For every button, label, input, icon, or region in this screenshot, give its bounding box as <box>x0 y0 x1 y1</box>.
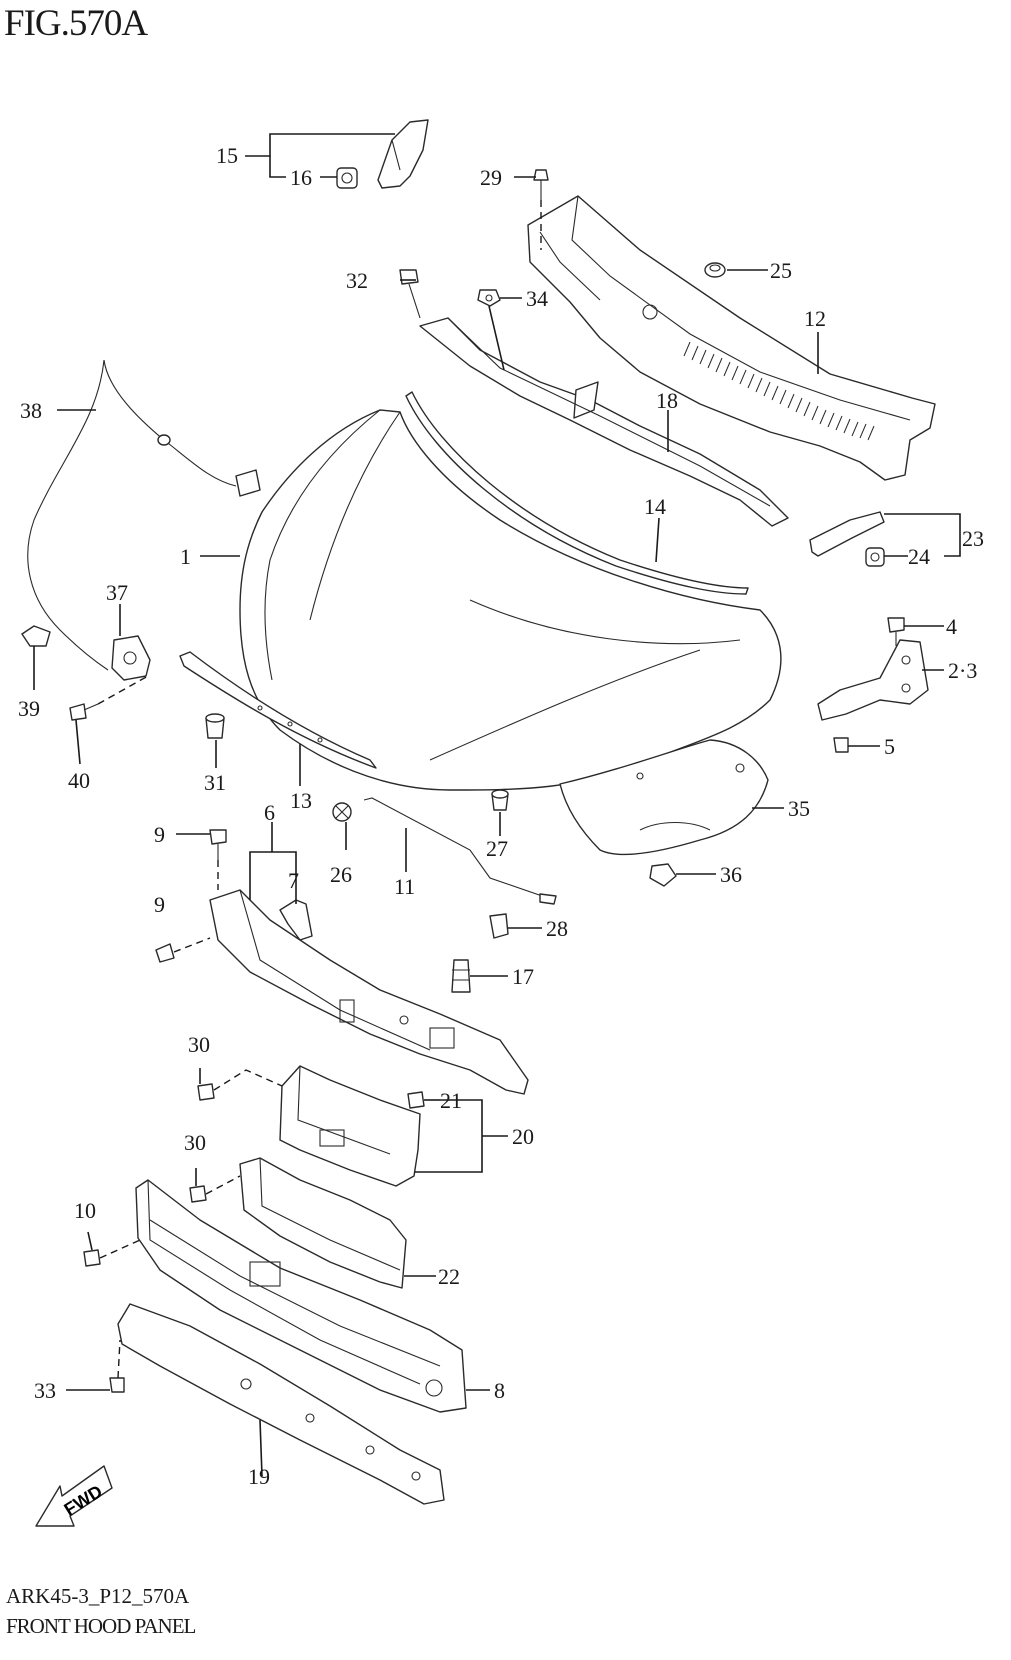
part-22-lower-air-guide <box>239 1157 407 1289</box>
part-24-clip <box>865 547 885 567</box>
callout-7: 7 <box>288 868 299 893</box>
fwd-arrow-icon: FWD <box>35 1465 113 1527</box>
callout-8: 8 <box>494 1378 505 1403</box>
callout-12: 12 <box>804 306 826 331</box>
part-30-bolt-lower <box>189 1185 207 1203</box>
part-15-hinge-cover <box>377 119 429 189</box>
callout-34: 34 <box>526 286 548 311</box>
callout-labels: 1 2·3 4 5 6 7 8 9 9 10 11 12 13 14 15 16… <box>18 143 984 1489</box>
part-2-3-hood-hinge <box>817 639 929 721</box>
callout-31: 31 <box>204 770 226 795</box>
callout-4: 4 <box>946 614 957 639</box>
part-23-hinge-cover <box>809 511 885 557</box>
callout-38: 38 <box>20 398 42 423</box>
callout-36: 36 <box>720 862 742 887</box>
part-28-holder <box>489 913 509 939</box>
part-11-hood-stay <box>363 797 557 905</box>
part-12-cowl-panel <box>527 195 936 481</box>
part-26-clip <box>332 802 352 822</box>
callout-20: 20 <box>512 1124 534 1149</box>
part-14-hood-seal <box>405 391 749 595</box>
callout-21: 21 <box>440 1088 462 1113</box>
part-40-bolt <box>69 703 99 721</box>
figure-title: FIG.570A <box>4 3 148 44</box>
callout-16: 16 <box>290 165 312 190</box>
callout-40: 40 <box>68 768 90 793</box>
part-20-air-guide <box>279 1065 421 1187</box>
callout-10: 10 <box>74 1198 96 1223</box>
part-34-nut <box>477 289 501 307</box>
callout-28: 28 <box>546 916 568 941</box>
callout-13: 13 <box>290 788 312 813</box>
part-10-bolt <box>83 1249 101 1267</box>
callout-35: 35 <box>788 796 810 821</box>
callout-1: 1 <box>180 544 191 569</box>
diagram-caption: FRONT HOOD PANEL <box>6 1614 196 1638</box>
part-38-release-cable <box>27 359 261 671</box>
callout-24: 24 <box>908 544 930 569</box>
callout-27: 27 <box>486 836 508 861</box>
callout-30-upper: 30 <box>188 1032 210 1057</box>
part-5-bolt <box>833 737 849 753</box>
part-9-bolt-lower <box>155 943 175 963</box>
callout-2-3: 2·3 <box>948 658 977 683</box>
callout-15: 15 <box>216 143 238 168</box>
part-30-bolt-upper <box>197 1083 215 1101</box>
callout-26: 26 <box>330 862 352 887</box>
callout-33: 33 <box>34 1378 56 1403</box>
part-37-hood-latch <box>111 635 151 681</box>
callout-23: 23 <box>962 526 984 551</box>
callout-5: 5 <box>884 734 895 759</box>
callout-22: 22 <box>438 1264 460 1289</box>
part-39-clip <box>21 625 51 647</box>
callout-17: 17 <box>512 964 534 989</box>
part-21-clip <box>407 1091 425 1109</box>
callout-9-lower: 9 <box>154 892 165 917</box>
part-4-bolt <box>887 617 905 646</box>
part-6-radiator-support <box>209 889 529 1095</box>
callout-29: 29 <box>480 165 502 190</box>
callout-19: 19 <box>248 1464 270 1489</box>
callout-32: 32 <box>346 268 368 293</box>
diagram-code: ARK45-3_P12_570A <box>6 1584 190 1608</box>
part-25-grommet <box>704 262 726 278</box>
part-13-front-seal <box>179 651 377 769</box>
part-8-bumper-member <box>135 1179 467 1413</box>
part-9-bolt-upper <box>209 829 227 860</box>
part-17-buffer <box>451 959 471 993</box>
callout-9-upper: 9 <box>154 822 165 847</box>
part-32-bolt <box>399 269 421 319</box>
part-35-hood-insulator <box>559 739 769 856</box>
part-31-buffer <box>205 713 225 739</box>
callout-14: 14 <box>644 494 666 519</box>
callout-25: 25 <box>770 258 792 283</box>
callout-37: 37 <box>106 580 128 605</box>
part-18-cowl-seal <box>419 317 789 527</box>
callout-6: 6 <box>264 800 275 825</box>
leader-lines <box>33 133 961 1477</box>
callout-11: 11 <box>394 874 415 899</box>
part-29-screw <box>533 169 549 200</box>
part-36-clip <box>649 863 677 887</box>
part-16-clip <box>336 167 358 189</box>
callout-30-lower: 30 <box>184 1130 206 1155</box>
part-33-bolt <box>109 1377 125 1393</box>
part-19-lower-member <box>117 1303 445 1505</box>
part-27-buffer <box>491 789 509 811</box>
callout-18: 18 <box>656 388 678 413</box>
callout-39: 39 <box>18 696 40 721</box>
